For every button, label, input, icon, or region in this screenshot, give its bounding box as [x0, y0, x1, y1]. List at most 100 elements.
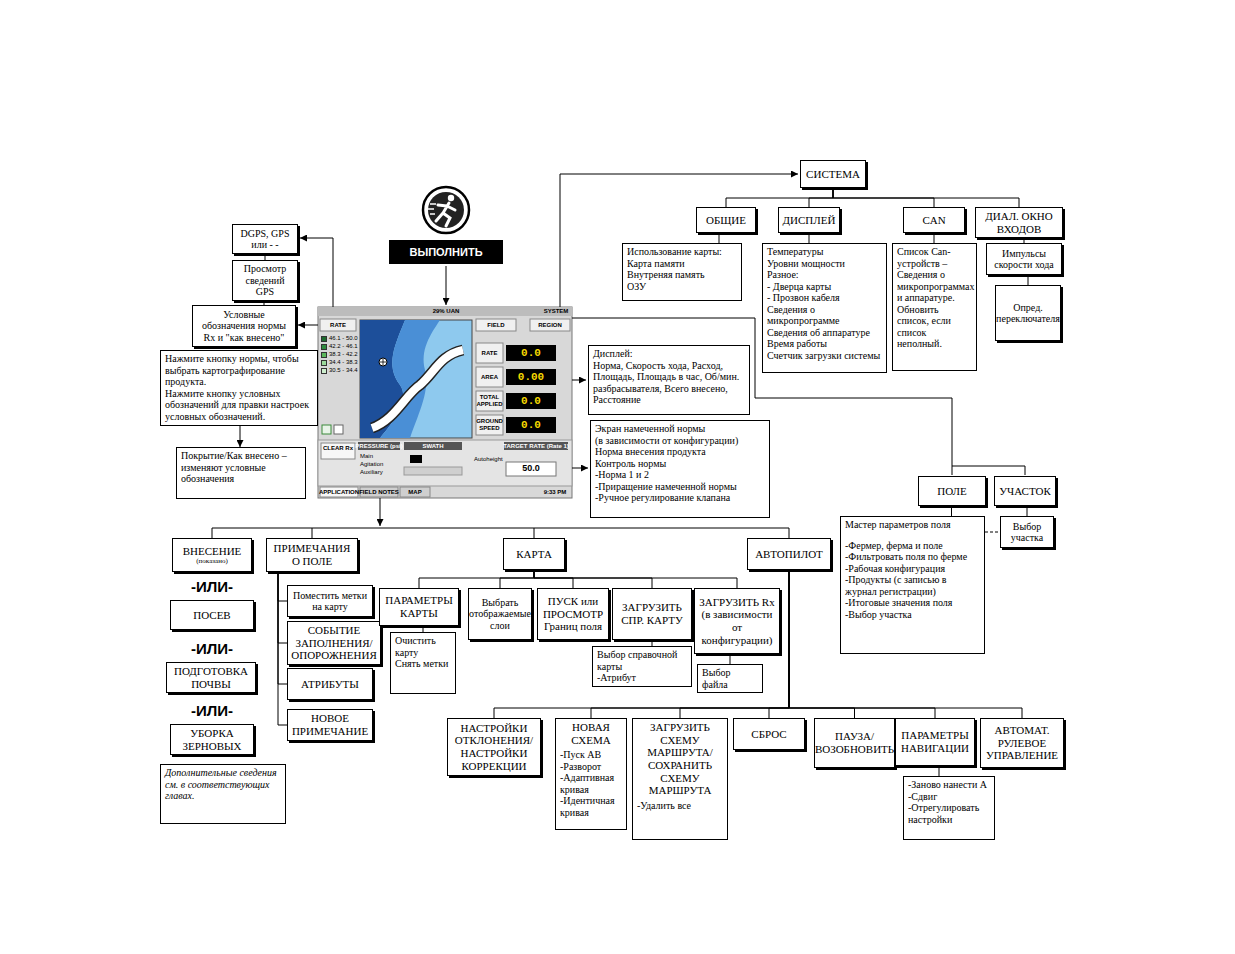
box-text: Использование карты:	[627, 246, 737, 258]
connector	[726, 188, 833, 207]
box-text: Мастер параметров поля	[845, 519, 980, 531]
connector	[985, 532, 1000, 533]
box-line: -Ручное регулирование клапана	[595, 492, 765, 504]
box-text: ВНЕСЕНИЕ	[183, 545, 242, 558]
box-line: -Рабочая конфигурация	[845, 563, 980, 575]
box-line: ОЗУ	[627, 281, 737, 293]
box-text: Дисплей:	[593, 348, 745, 360]
box-line: -Удалить все	[637, 800, 723, 812]
leader-lines	[212, 174, 1025, 538]
legend-text: 38.3 - 42.2	[329, 351, 358, 358]
menu-button-box: ПАУЗА/ ВОЗОБНОВИТЬ	[814, 718, 895, 768]
run-icon	[423, 187, 469, 233]
box-line: -Фермер, ферма и поле	[845, 540, 980, 552]
menu-button-box: ПУСК или ПРОСМОТРГраниц поля	[537, 588, 609, 640]
box-line: Снять метки	[395, 658, 451, 670]
box-line: Границ поля	[544, 620, 602, 633]
menu-button-box: ЗАГРУЗИТЬ Rx(в зависимости от конфигурац…	[694, 588, 780, 654]
box-text: АВТОПИЛОТ	[755, 548, 823, 561]
connector	[278, 572, 287, 725]
or-separator: -ИЛИ-	[191, 641, 233, 658]
box-line: Счетчик загрузки системы	[767, 350, 882, 362]
box-text: Экран намеченной нормы	[595, 423, 765, 435]
legend-swatch	[321, 336, 327, 342]
connector	[534, 570, 652, 588]
box-line: Нажмите кнопку условных обозначений для …	[165, 388, 313, 423]
legend-swatch	[321, 368, 327, 374]
screen-label: TOTAL APPLIED	[476, 394, 503, 407]
menu-box: Опред. переключателя	[995, 285, 1061, 341]
info-box: Экран намеченной нормы(в зависимости от …	[590, 420, 770, 518]
screen-label: PRESSURE (psi)	[355, 443, 402, 450]
box-line: -Разворот	[560, 761, 622, 773]
connector	[809, 233, 810, 243]
box-text: АВТОМАТ. РУЛЕВОЕ УПРАВЛЕНИЕ	[985, 724, 1059, 762]
connector	[534, 570, 573, 588]
connector	[809, 188, 833, 207]
menu-box: Выбрать отображаемые слои	[468, 588, 532, 640]
box-line: -Выбор участка	[845, 609, 980, 621]
menu-button-box: АВТОМАТ. РУЛЕВОЕ УПРАВЛЕНИЕ	[980, 718, 1064, 768]
info-box: Использование карты:Карта памятиВнутреня…	[622, 243, 742, 301]
info-box: Дисплей:Норма, Скорость хода, Расход, Пл…	[588, 345, 750, 415]
menu-box: Просмотр сведений GPS	[232, 260, 298, 301]
connector	[240, 426, 241, 447]
legend-swatch	[321, 352, 327, 358]
menu-button-box: ВНЕСЕНИЕ(показано)	[172, 538, 252, 572]
screen-label: Autoheight	[474, 456, 503, 463]
box-text: Очистить карту	[395, 635, 451, 658]
box-text: УЧАСТОК	[999, 485, 1051, 498]
screen-label: 9:33 PM	[544, 489, 567, 496]
connector	[494, 570, 789, 718]
box-line: Разное:	[767, 269, 882, 281]
menu-button-box: СОБЫТИЕ ЗАПОЛНЕНИЯ/ ОПОРОЖНЕНИЯ	[287, 621, 381, 665]
box-line: (показано)	[196, 557, 227, 565]
menu-button-box: ПРИМЕЧАНИЯ О ПОЛЕ	[266, 538, 358, 572]
screen-label: APPLICATION	[319, 489, 359, 496]
box-text: ОБЩИЕ	[706, 214, 746, 227]
box-text: -Заново нанести А	[908, 779, 990, 791]
box-line: -Итоговые значения поля	[845, 597, 980, 609]
box-line: (в зависимости от конфигурации)	[595, 435, 765, 447]
screen-label: SYSTEM	[544, 308, 569, 315]
info-box: Выбор справочной карты-Атрибут	[592, 646, 692, 687]
menu-button-box: УБОРКА ЗЕРНОВЫХ	[170, 724, 254, 755]
screen-label: 0.0	[521, 395, 541, 407]
box-text: КАРТА	[516, 548, 552, 561]
screen-label: GROUND SPEED	[476, 418, 503, 431]
connector	[939, 766, 940, 776]
menu-button-box: АВТОПИЛОТ	[747, 538, 831, 570]
box-line: -Фильтровать поля по ферме	[845, 551, 980, 563]
menu-button-box: УЧАСТОК	[994, 476, 1056, 506]
connector	[278, 572, 287, 684]
connector	[934, 233, 935, 243]
menu-button-box: CAN	[903, 207, 965, 233]
info-box: Мастер параметров поля -Фермер, ферма и п…	[840, 516, 985, 654]
connector	[500, 570, 534, 588]
screen-label: 0.0	[521, 419, 541, 431]
box-line: -Приращение намеченной нормы	[595, 481, 765, 493]
box-text: ПУСК или ПРОСМОТР	[542, 595, 604, 620]
screen-label: RATE	[482, 350, 498, 357]
box-text: УБОРКА ЗЕРНОВЫХ	[175, 727, 249, 752]
box-text: Покрытие/Как внесено – изменяют условные…	[181, 450, 301, 485]
box-text: ПОДГОТОВКА ПОЧВЫ	[171, 665, 251, 690]
box-text: Выбор участка	[1005, 521, 1049, 544]
box-line: -Адаптивная кривая	[560, 772, 622, 795]
screen-label: FIELD	[487, 322, 504, 329]
connector	[1027, 506, 1028, 516]
info-box: Нажмите кнопку нормы, чтобы выбрать карт…	[160, 350, 318, 426]
box-text: Импульсы скорости хода	[991, 248, 1057, 271]
box-text: ВЫПОЛНИТЬ	[409, 246, 482, 259]
legend-text: 30.5 - 34.4	[329, 367, 358, 374]
or-separator: -ИЛИ-	[191, 703, 233, 720]
box-text: ДИАЛ. ОКНО ВХОДОВ	[980, 210, 1058, 235]
box-line: Уровни мощности	[767, 258, 882, 270]
screen-label: SWATH	[422, 443, 443, 450]
screen-label: 0.00	[518, 371, 544, 383]
menu-button-box: СБРОС	[733, 718, 805, 750]
box-line: Карта памяти	[627, 258, 737, 270]
screen-label: Main	[360, 453, 373, 460]
box-text: Просмотр сведений GPS	[237, 263, 293, 298]
box-text: Список Can-устройств – Сведения о микроп…	[897, 246, 972, 350]
